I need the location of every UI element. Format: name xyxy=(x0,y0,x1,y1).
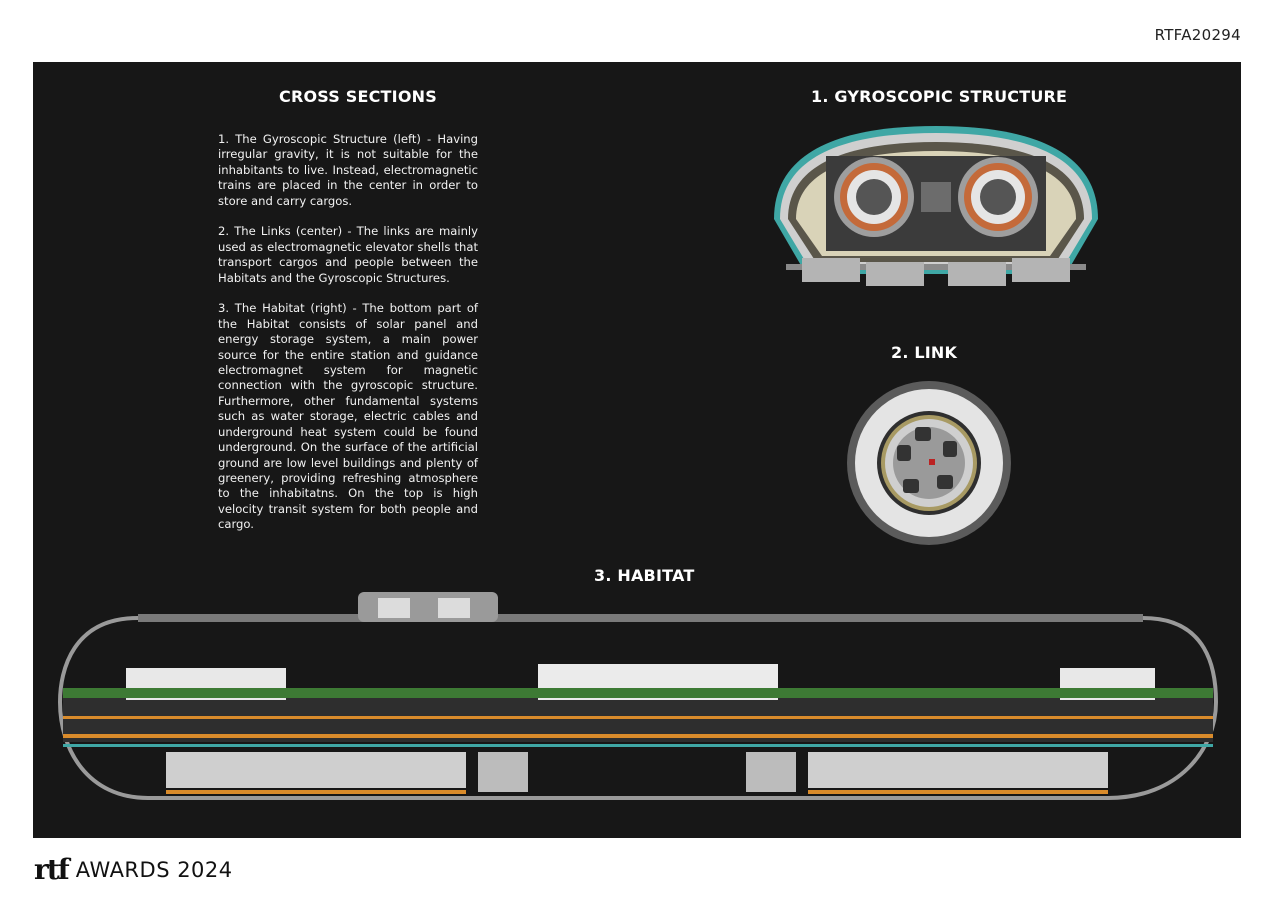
description-paragraph-gyroscopic: 1. The Gyroscopic Structure (left) - Hav… xyxy=(218,132,478,208)
description-text: 1. The Gyroscopic Structure (left) - Hav… xyxy=(218,132,478,548)
description-paragraph-links: 2. The Links (center) - The links are ma… xyxy=(218,224,478,285)
footer: rtf AWARDS 2024 xyxy=(34,853,233,886)
cross-sections-title: CROSS SECTIONS xyxy=(279,87,437,106)
project-code: RTFA20294 xyxy=(1154,26,1241,44)
link-title: 2. LINK xyxy=(891,343,958,362)
awards-label: AWARDS 2024 xyxy=(75,857,233,882)
rtf-logo: rtf xyxy=(34,853,70,886)
gyroscopic-section-drawing xyxy=(774,126,1098,286)
link-section-drawing xyxy=(847,381,1011,545)
gyroscopic-title: 1. GYROSCOPIC STRUCTURE xyxy=(811,87,1068,106)
habitat-title: 3. HABITAT xyxy=(594,566,695,585)
habitat-section-drawing xyxy=(57,592,1219,800)
description-paragraph-habitat: 3. The Habitat (right) - The bottom part… xyxy=(218,301,478,532)
presentation-board: CROSS SECTIONS 1. The Gyroscopic Structu… xyxy=(33,62,1241,838)
